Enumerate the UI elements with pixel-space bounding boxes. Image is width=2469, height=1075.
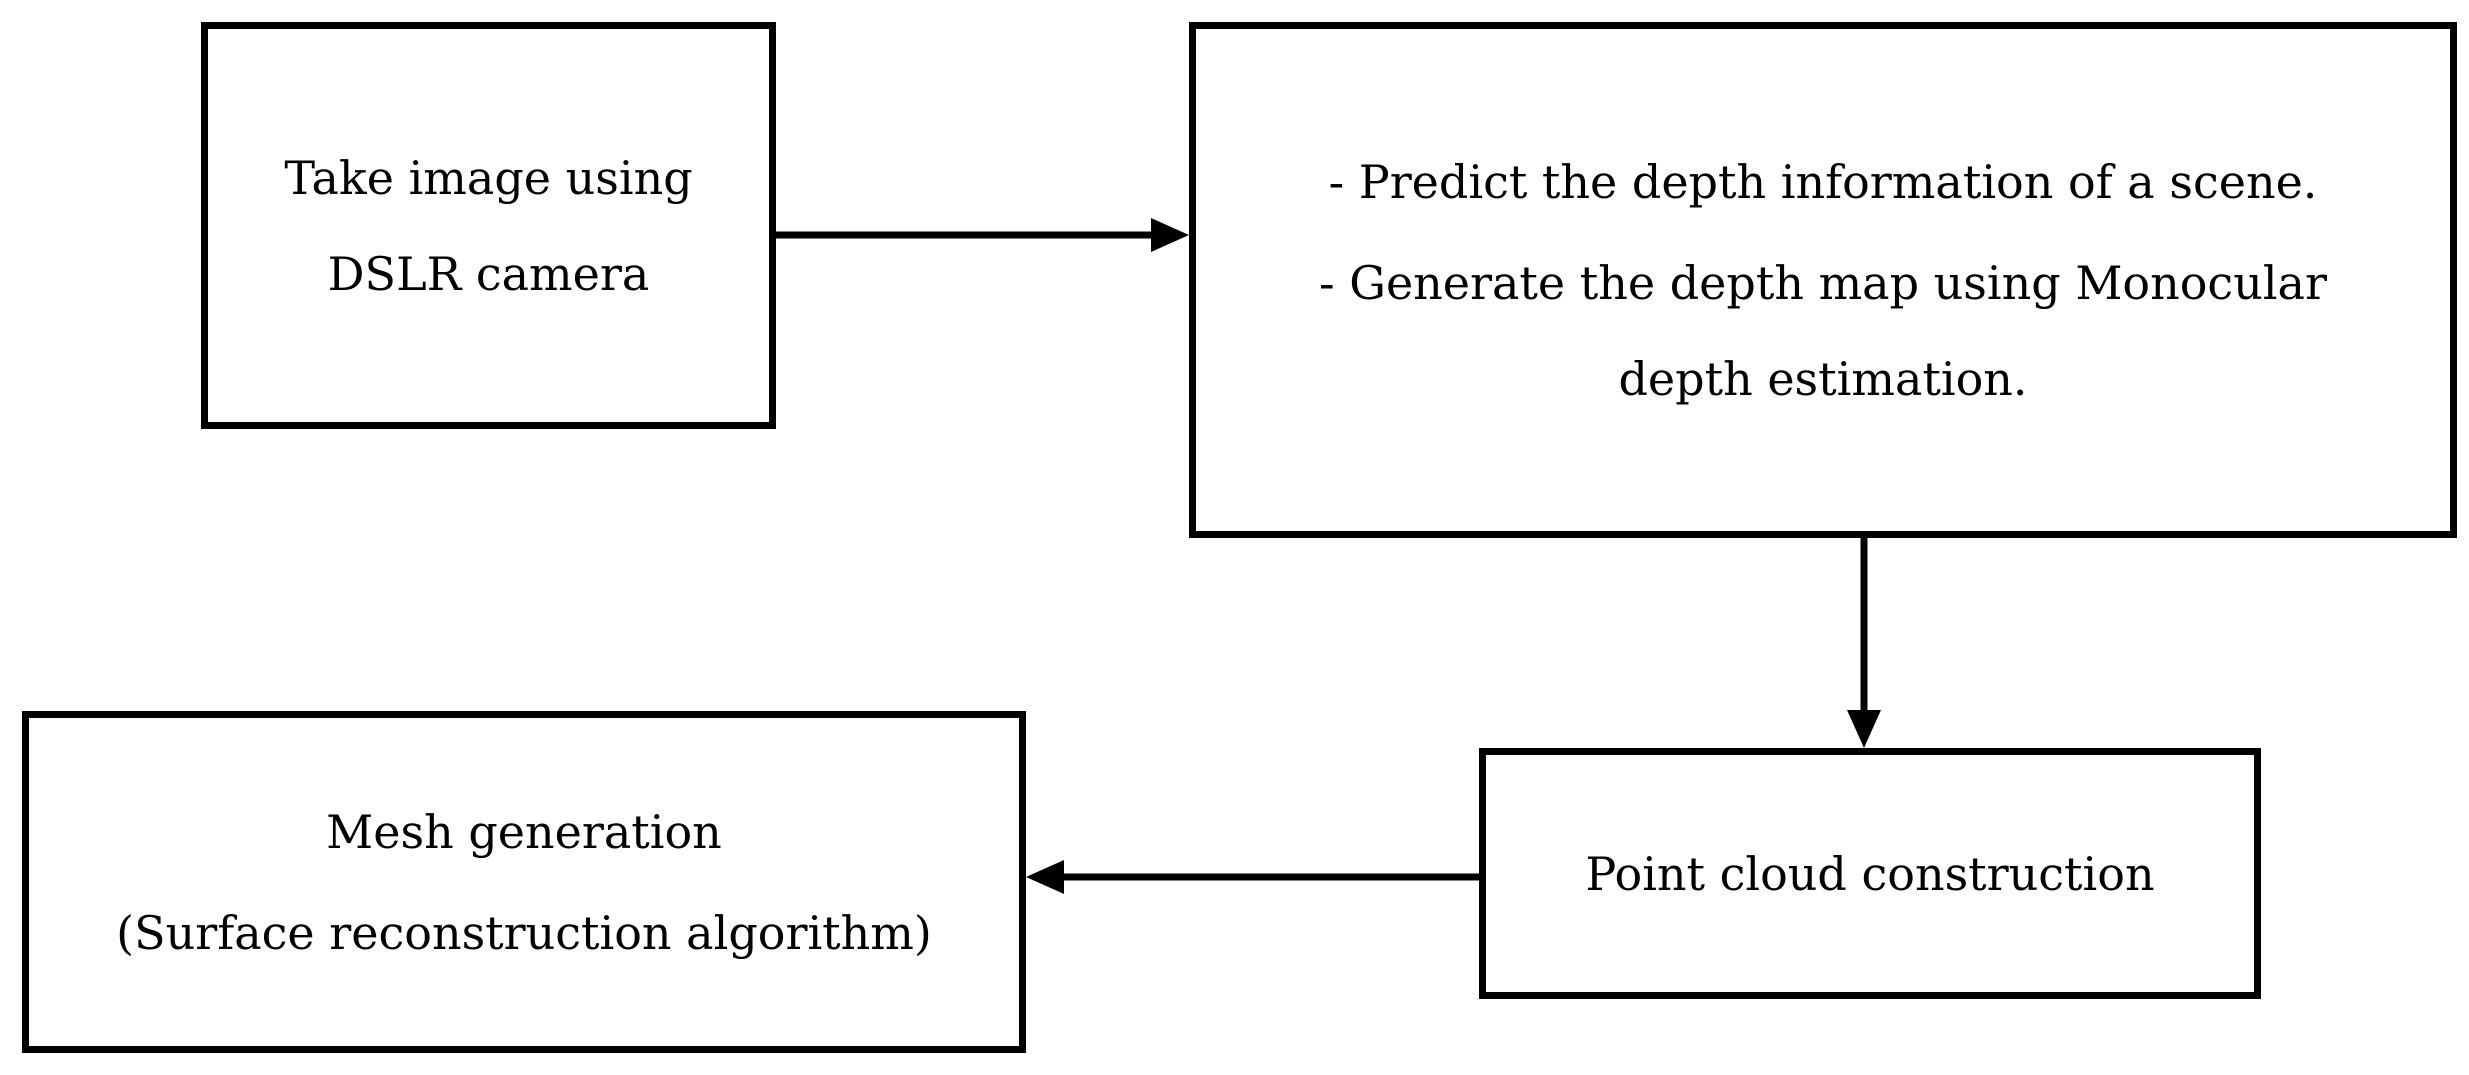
step-depth-line-1: - Predict the depth information of a sce… [1328, 154, 2318, 209]
step-capture-line-2: DSLR camera [327, 246, 650, 301]
step-capture-line-1: Take image using [284, 150, 693, 205]
step-depth-line-2: - Generate the depth map using Monocular [1319, 255, 2327, 310]
step-mesh-box: Mesh generation (Surface reconstruction … [22, 711, 1026, 1053]
step-point-cloud-line-1: Point cloud construction [1585, 846, 2155, 901]
step-mesh-line-2: (Surface reconstruction algorithm) [116, 905, 932, 960]
arrow-depth-to-pointcloud [1847, 538, 1881, 748]
arrow-pointcloud-to-mesh [1026, 860, 1479, 894]
step-mesh-line-1: Mesh generation [326, 804, 722, 859]
arrow-capture-to-depth [776, 218, 1189, 252]
step-point-cloud-box: Point cloud construction [1479, 748, 2261, 999]
step-capture-box: Take image using DSLR camera [201, 22, 776, 429]
step-depth-box: - Predict the depth information of a sce… [1189, 22, 2457, 538]
step-depth-line-3: depth estimation. [1618, 351, 2028, 406]
